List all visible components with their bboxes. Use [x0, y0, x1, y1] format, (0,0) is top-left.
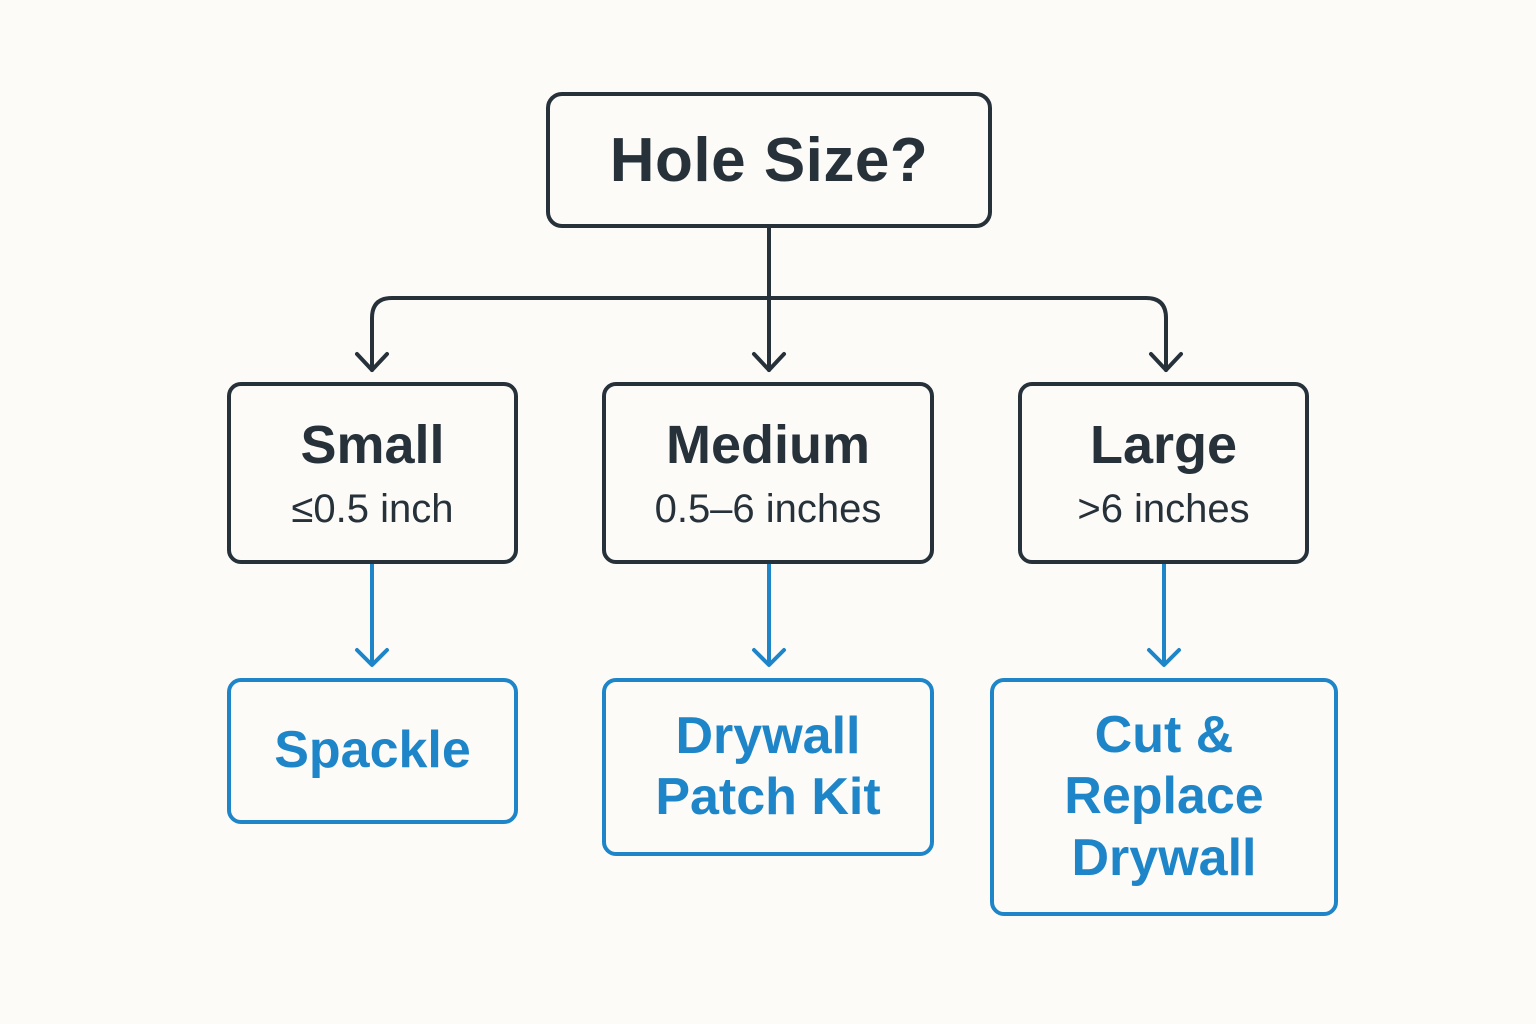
- spackle-solution-node: Spackle: [227, 678, 518, 824]
- small-hole-node: Small ≤0.5 inch: [227, 382, 518, 564]
- arrowhead-spackle-icon: [355, 648, 389, 667]
- arrowhead-replace-icon: [1147, 648, 1181, 667]
- small-hole-range: ≤0.5 inch: [291, 487, 454, 532]
- large-hole-node: Large >6 inches: [1018, 382, 1309, 564]
- patch-kit-solution-label: Drywall Patch Kit: [655, 706, 881, 826]
- spackle-solution-label: Spackle: [274, 721, 471, 780]
- small-hole-label: Small: [300, 414, 445, 475]
- medium-hole-node: Medium 0.5–6 inches: [602, 382, 934, 564]
- medium-hole-label: Medium: [665, 414, 870, 475]
- arrowhead-medium-icon: [752, 352, 786, 372]
- replace-drywall-solution-node: Cut & Replace Drywall: [990, 678, 1338, 916]
- arrowhead-patch-kit-icon: [752, 648, 786, 667]
- hole-size-question-label: Hole Size?: [609, 125, 929, 195]
- large-hole-label: Large: [1089, 414, 1238, 475]
- medium-hole-range: 0.5–6 inches: [654, 487, 882, 532]
- replace-drywall-solution-label: Cut & Replace Drywall: [1064, 705, 1264, 887]
- patch-kit-solution-node: Drywall Patch Kit: [602, 678, 934, 856]
- arrowhead-small-icon: [355, 352, 389, 372]
- hole-size-question-node: Hole Size?: [546, 92, 992, 228]
- arrowhead-large-icon: [1149, 352, 1183, 372]
- large-hole-range: >6 inches: [1077, 487, 1250, 532]
